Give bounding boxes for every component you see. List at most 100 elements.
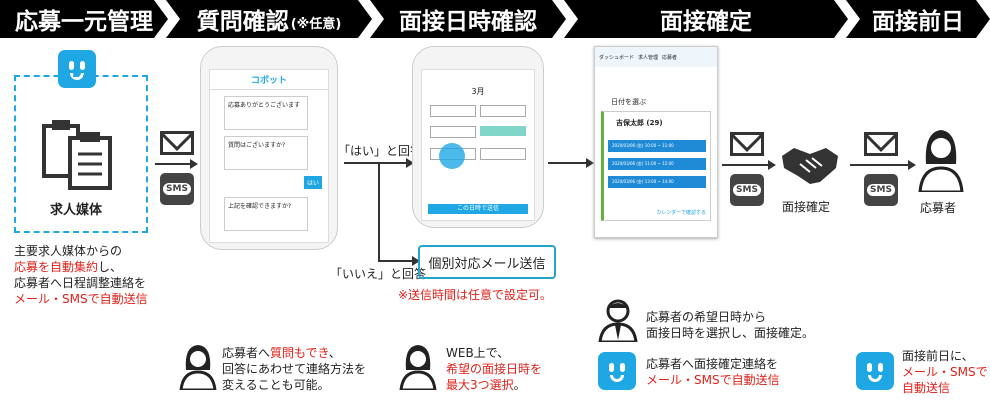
chat-logo: コボット [210, 70, 328, 90]
col2-desc-line1-pre: 応募者へ [222, 346, 271, 360]
confirm-label: 面接確定 [782, 200, 831, 214]
col4-description-a: 応募者の希望日時から 面接日時を選択し、面接確定。 [646, 309, 846, 341]
media-dashed-box [14, 75, 148, 233]
individual-mail-box: 個別対応メール送信 [418, 245, 556, 279]
slot-item[interactable]: 2020/03/06 (金) 10:00 ~ 11:00 [608, 140, 706, 152]
chat-bubble: 応募ありがとうございます [224, 96, 308, 130]
stage-5-header: 面接前日 [846, 0, 990, 38]
col5-description: 面接前日に、 メール・SMSで 自動送信 [902, 348, 988, 396]
mail-icon [730, 132, 764, 156]
col3-desc-line3-red: 最大3つ選択 [446, 378, 514, 392]
arrow-head [768, 160, 776, 170]
chat-bubble: 質問はございますか? [224, 136, 308, 170]
col2-desc-line1-post: 、 [328, 346, 341, 360]
col1-desc-line2: 応募を自動集約し、 [14, 259, 166, 275]
businessman-icon [598, 299, 638, 342]
handshake-icon [782, 148, 838, 184]
col2-desc-line2: 回答にあわせて連絡方法を [222, 362, 367, 376]
col5-desc-line3: 自動送信 [902, 381, 951, 395]
applicant-label: 応募者 [920, 201, 957, 215]
calendar-screen: 3月 この日時で送信 [421, 69, 535, 221]
media-label: 求人媒体 [50, 203, 103, 218]
calendar-link[interactable]: カレンダーで確認する [656, 210, 706, 216]
chat-bubble: 上記を確認できますか? [224, 197, 308, 231]
col1-description: 主要求人媒体からの 応募を自動集約し、 応募者へ日程調整連絡を メール・SMSで… [14, 243, 166, 307]
tab-jobs[interactable]: 求人管理 [638, 54, 659, 61]
col1-desc-line2-red: 応募を自動集約 [14, 260, 99, 274]
admin-tabbar: ダッシュボード 求人管理 応募者 [595, 47, 717, 67]
connector-line [850, 164, 910, 166]
col2-desc-line1-red: 質問もでき [270, 346, 329, 360]
col3-desc-line3-post: 。 [513, 378, 526, 392]
col2-desc-line3: 変えることも可能。 [222, 378, 330, 392]
stage-4-label: 面接確定 [660, 9, 752, 35]
tab-dashboard[interactable]: ダッシュボード [599, 54, 635, 61]
arrow-head [412, 256, 420, 266]
woman-icon [179, 345, 217, 390]
robot-icon [598, 352, 636, 390]
col3-desc-line3: 最大3つ選択。 [446, 377, 566, 393]
stage-3-label: 面接日時確認 [399, 9, 537, 35]
admin-screen: ダッシュボード 求人管理 応募者 日付を選ぶ 吉保太郎 (29) 2020/03… [594, 46, 718, 238]
calendar-month: 3月 [471, 87, 485, 96]
calendar-phone: 3月 この日時で送信 [412, 46, 544, 228]
stage-2-label: 質問確認 [196, 9, 289, 35]
applicant-card: 吉保太郎 (29) 2020/03/06 (金) 10:00 ~ 11:00 2… [601, 111, 711, 221]
chat-bubble-reply: はい [304, 176, 322, 189]
tap-finger-icon [439, 143, 465, 169]
connector-line [722, 164, 770, 166]
col1-desc-line1: 主要求人媒体からの [14, 244, 123, 258]
slot-item[interactable]: 2020/03/06 (金) 13:00 ~ 14:00 [608, 176, 706, 188]
sms-icon: SMS [864, 174, 898, 206]
sms-icon-label: SMS [733, 184, 761, 196]
sms-icon-label: SMS [867, 184, 895, 196]
sms-icon: SMS [160, 173, 194, 205]
connector-line [548, 162, 588, 164]
arrow-head [586, 158, 594, 168]
sms-icon: SMS [730, 174, 764, 206]
col5-desc-line1: 面接前日に、 [902, 349, 974, 363]
col4-desc-a2: 面接日時を選択し、面接確定。 [646, 326, 815, 340]
stage-3-header: 面接日時確認 [370, 0, 566, 38]
stage-5-label: 面接前日 [872, 9, 964, 35]
no-label: 「いいえ」と回答 [330, 267, 427, 281]
arrow-head [908, 160, 916, 170]
calendar-slots [430, 105, 526, 165]
stage-2-note: (※任意) [290, 16, 342, 32]
connector-line [155, 163, 193, 165]
chat-screen: コボット 応募ありがとうございます 質問はございますか? はい 上記を確認できま… [209, 69, 329, 243]
date-section-title: 日付を選ぶ [611, 98, 646, 106]
individual-mail-label: 個別対応メール送信 [428, 256, 546, 272]
col2-description: 応募者へ質問もでき、 回答にあわせて連絡方法を 変えることも可能。 [222, 345, 382, 393]
col4-desc-b1: 応募者へ面接確定連絡を [646, 357, 779, 371]
col4-desc-a1: 応募者の希望日時から [646, 310, 767, 324]
sms-icon-label: SMS [163, 183, 191, 195]
arrow-head [406, 158, 414, 168]
applicant-name: 吉保太郎 (29) [616, 119, 663, 127]
col1-desc-line4: メール・SMSで自動送信 [14, 292, 148, 306]
no-vertical-line [378, 163, 380, 261]
applicant-woman-icon [918, 130, 964, 192]
stage-1-header: 応募一元管理 [0, 0, 168, 38]
col1-desc-line2-rest: し、 [98, 260, 123, 274]
stage-4-header: 面接確定 [564, 0, 848, 38]
col3-desc-line2: 希望の面接日時を [446, 362, 543, 376]
woman-icon [399, 345, 437, 390]
clipboard-icon [42, 120, 112, 190]
submit-button[interactable]: この日時で送信 [428, 204, 528, 214]
yes-label: 「はい」と回答 [338, 144, 423, 158]
col4-description-b: 応募者へ面接確定連絡を メール・SMSで自動送信 [646, 356, 846, 388]
mail-icon [864, 132, 898, 156]
col5-desc-line2: メール・SMSで [902, 365, 988, 379]
col3-description: WEB上で、 希望の面接日時を 最大3つ選択。 [446, 345, 566, 393]
col2-desc-line1: 応募者へ質問もでき、 [222, 345, 382, 361]
stage-2-header: 質問確認 (※任意) [166, 0, 372, 38]
col3-desc-line1: WEB上で、 [446, 346, 510, 360]
tab-applicants[interactable]: 応募者 [662, 54, 678, 61]
robot-icon [856, 352, 894, 390]
arrow-head [190, 159, 198, 169]
chat-phone: コボット 応募ありがとうございます 質問はございますか? はい 上記を確認できま… [200, 46, 338, 250]
send-time-note: ※送信時間は任意で設定可。 [398, 288, 553, 302]
slot-item[interactable]: 2020/03/06 (金) 11:00 ~ 12:00 [608, 158, 706, 170]
col1-desc-line3: 応募者へ日程調整連絡を [14, 276, 147, 290]
